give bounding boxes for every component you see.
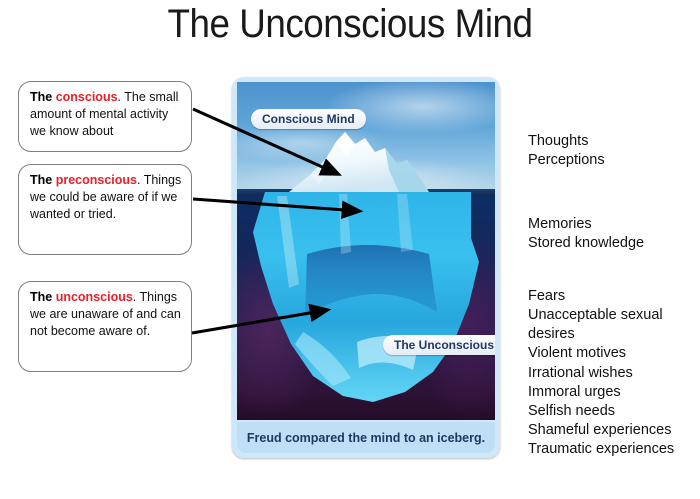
keywords-unconscious: Fears Unacceptable sexual desires Violen… [528,287,674,459]
keyword-item: Perceptions [528,152,605,169]
keywords-conscious: Thoughts Perceptions [528,132,605,170]
label-conscious-mind: Conscious Mind [251,109,366,129]
iceberg-caption: Freud compared the mind to an iceberg. [237,422,495,453]
callout-conscious-term: conscious [55,90,118,104]
keyword-item: Violent motives [528,345,627,362]
iceberg-tip-shape [281,130,431,193]
callout-unconscious-rest: . Things we are unaware of and can not b… [30,290,181,338]
keyword-item: Fears [528,288,566,304]
iceberg-photo: Conscious Mind The Unconscious [237,82,495,420]
keyword-item: Immoral urges [528,383,621,400]
label-the-unconscious: The Unconscious [383,335,495,355]
keywords-preconscious: Memories Stored knowledge [528,215,644,253]
callout-conscious-lead: The [30,90,56,104]
iceberg-submerged-shape [247,192,487,407]
callout-conscious-rest: . The small amount of mental activity we… [30,90,179,138]
keyword-item: Irrational wishes [528,364,633,381]
keyword-item: Unacceptable sexual [528,307,663,324]
callout-preconscious-rest: . Things we could be aware of if we want… [30,173,182,221]
iceberg-diagram-card: Conscious Mind The Unconscious Freud com… [232,77,500,458]
callout-unconscious: The unconscious. Things we are unaware o… [18,281,192,372]
callout-preconscious-term: preconscious [55,173,137,187]
keyword-item: Traumatic experiences [528,441,675,457]
page-title: The Unconscious Mind [167,2,533,46]
keyword-item: Stored knowledge [528,235,645,252]
callout-preconscious: The preconscious. Things we could be awa… [18,164,192,255]
keyword-item: desires [528,326,575,343]
keyword-item: Memories [528,216,592,232]
callout-conscious: The conscious. The small amount of menta… [18,81,192,152]
callout-unconscious-term: unconscious [55,290,133,304]
callout-preconscious-lead: The [30,173,56,187]
keyword-item: Thoughts [528,133,589,149]
callout-unconscious-lead: The [30,290,56,304]
keyword-item: Shameful experiences [528,421,672,438]
keyword-item: Selfish needs [528,402,616,419]
